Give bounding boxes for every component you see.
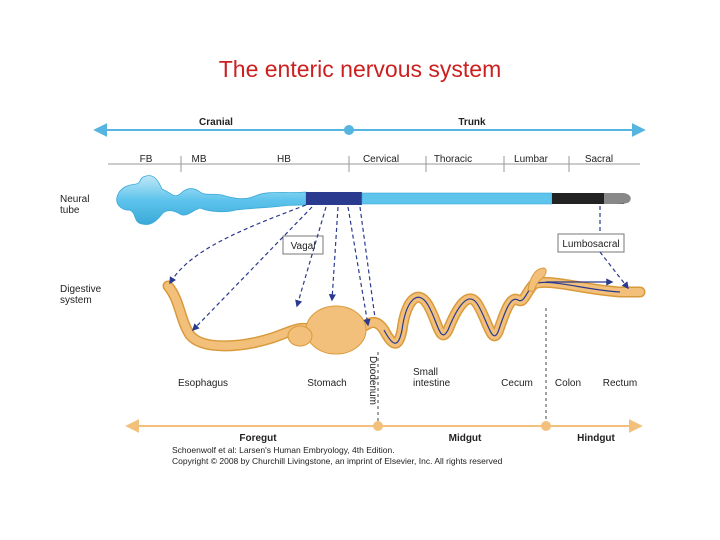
- stomach: [305, 305, 367, 355]
- tail-segment: [604, 193, 631, 204]
- region-mb: MB: [192, 154, 207, 165]
- organ-labels: Esophagus Stomach Duodenum Small intesti…: [178, 356, 637, 405]
- cranial-trunk-axis: Cranial Trunk: [93, 117, 646, 137]
- region-lumbar: Lumbar: [514, 154, 549, 165]
- digestive-system-label: Digestive system: [60, 284, 104, 306]
- cecum-label: Cecum: [501, 378, 533, 389]
- credit: Schoenwolf et al: Larsen's Human Embryol…: [172, 445, 503, 466]
- credit-line-2: Copyright © 2008 by Churchill Livingston…: [172, 456, 503, 466]
- region-hb: HB: [277, 154, 291, 165]
- esophagus-label: Esophagus: [178, 378, 228, 389]
- region-fb: FB: [140, 154, 153, 165]
- colon-label: Colon: [555, 378, 581, 389]
- vagal-box: Vagal: [282, 235, 324, 255]
- gut-axis-dot-midgut-hindgut: [541, 421, 551, 431]
- region-cervical: Cervical: [363, 154, 399, 165]
- vagal-innervation-arrows: [169, 204, 376, 332]
- lumbosacral-box: Lumbosacral: [557, 233, 625, 253]
- credit-line-1: Schoenwolf et al: Larsen's Human Embryol…: [172, 445, 395, 455]
- neural-tube-regions: FB MB HB Cervical Thoracic Lumbar Sacral: [108, 154, 640, 172]
- midgut-label: Midgut: [449, 433, 482, 444]
- region-sacral: Sacral: [585, 154, 613, 165]
- stomach-pylorus: [287, 325, 313, 347]
- vagal-segment: [306, 192, 362, 205]
- gut-axis: Foregut Midgut Hindgut: [125, 419, 643, 444]
- cecum-bud: [527, 267, 547, 293]
- slide-title: The enteric nervous system: [218, 56, 502, 82]
- lumbosacral-segment: [552, 193, 624, 204]
- foregut-label: Foregut: [239, 433, 277, 444]
- trunk-label: Trunk: [458, 117, 486, 128]
- rectum-label: Rectum: [603, 378, 637, 389]
- vagal-label: Vagal: [291, 241, 316, 252]
- lumbosacral-innervation-arrow: [599, 206, 629, 290]
- hindgut-label: Hindgut: [577, 433, 615, 444]
- neural-tube: [116, 175, 631, 225]
- lumbosacral-label: Lumbosacral: [562, 239, 619, 250]
- small-intestine-label: Small intestine: [413, 367, 451, 389]
- cranial-label: Cranial: [199, 117, 233, 128]
- digestive-tract: [162, 267, 646, 355]
- duodenum-label: Duodenum: [367, 356, 378, 405]
- axis-midpoint-dot: [344, 125, 354, 135]
- region-thoracic: Thoracic: [434, 154, 472, 165]
- neural-tube-label: Neural tube: [60, 194, 92, 216]
- trunk-segment: [361, 192, 553, 205]
- gut-axis-dot-foregut-midgut: [373, 421, 383, 431]
- stomach-label: Stomach: [307, 378, 346, 389]
- gut-division-lines: [377, 308, 547, 426]
